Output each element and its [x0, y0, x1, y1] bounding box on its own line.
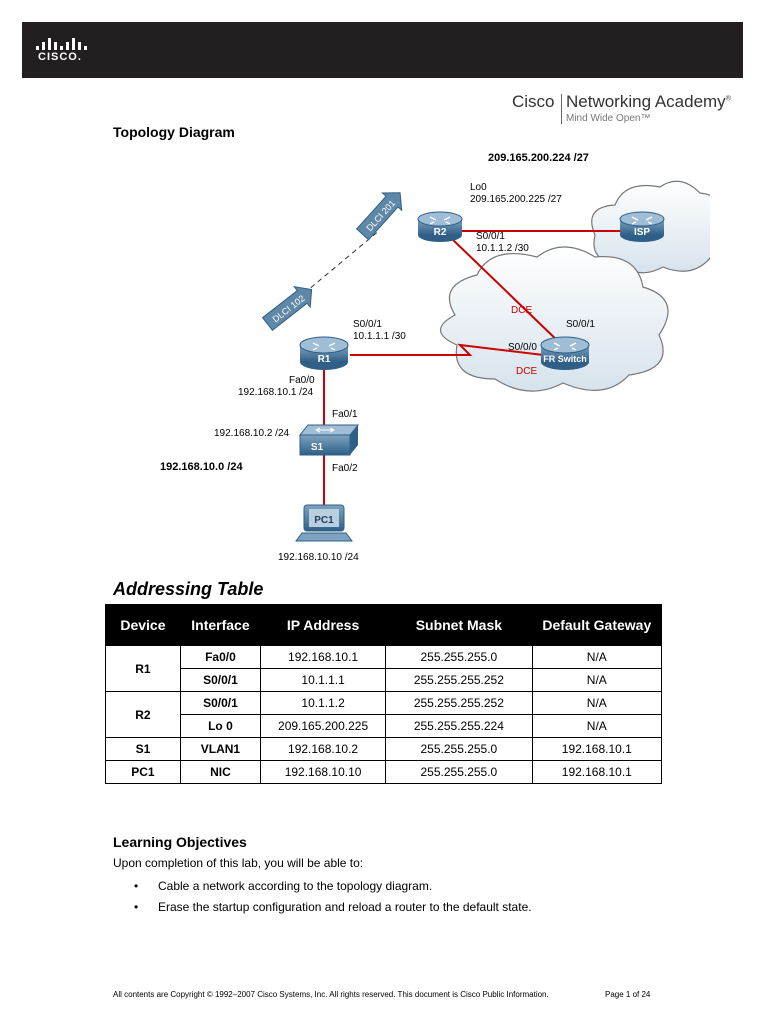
footer: All contents are Copyright © 1992–2007 C…: [113, 990, 650, 999]
footer-copyright: All contents are Copyright © 1992–2007 C…: [113, 990, 549, 999]
dce-bottom-label: DCE: [516, 366, 537, 377]
brand-cisco: Cisco: [512, 92, 555, 111]
dlci-201-arrow: DLCI 201: [355, 192, 403, 241]
pc1-addr-label: 192.168.10.10 /24: [278, 552, 359, 563]
addressing-table: Device Interface IP Address Subnet Mask …: [105, 604, 663, 784]
header-subnet-mask: Subnet Mask: [385, 604, 533, 646]
interface-cell: VLAN1: [179, 737, 262, 761]
addressing-table-title: Addressing Table: [113, 579, 264, 599]
header-default-gateway: Default Gateway: [531, 604, 663, 646]
r2-s001-addr-label: 10.1.1.2 /30: [476, 243, 529, 254]
gateway-cell: N/A: [531, 691, 663, 715]
learning-objectives-title: Learning Objectives: [113, 834, 247, 850]
svg-text:FR Switch: FR Switch: [543, 354, 587, 364]
switch-s1-icon: S1: [298, 424, 360, 456]
device-cell: PC1: [105, 760, 181, 784]
svg-text:S1: S1: [311, 442, 324, 453]
mask-cell: 255.255.255.252: [385, 668, 533, 692]
dce-top-label: DCE: [511, 305, 532, 316]
gateway-cell: 192.168.10.1: [531, 760, 663, 784]
ip-cell: 10.1.1.2: [260, 691, 387, 715]
learning-objectives-intro: Upon completion of this lab, you will be…: [113, 856, 364, 870]
r1-s001-addr-label: 10.1.1.1 /30: [353, 331, 406, 342]
ip-cell: 209.165.200.225: [260, 714, 387, 738]
r1-fa00-addr-label: 192.168.10.1 /24: [238, 387, 314, 398]
router-r2-icon: R2: [417, 211, 463, 242]
gateway-cell: N/A: [531, 714, 663, 738]
brand-divider: [561, 94, 562, 124]
device-cell: S1: [105, 737, 181, 761]
table-row: R2 S0/0/1 10.1.1.2 255.255.255.252 N/A: [105, 691, 663, 738]
cisco-logo-text: CISCO.: [38, 51, 82, 63]
r1-s001-label: S0/0/1: [353, 319, 382, 330]
interface-cell: Fa0/0: [179, 645, 262, 669]
svg-text:ISP: ISP: [634, 227, 650, 238]
device-cell: R2: [105, 691, 181, 738]
topology-title: Topology Diagram: [113, 124, 235, 140]
ip-cell: 192.168.10.1: [260, 645, 387, 669]
frame-relay-switch-icon: FR Switch: [540, 336, 590, 370]
table-row: PC1 NIC 192.168.10.10 255.255.255.0 192.…: [105, 760, 663, 784]
table-header-row: Device Interface IP Address Subnet Mask …: [105, 604, 663, 646]
table-row: S1 VLAN1 192.168.10.2 255.255.255.0 192.…: [105, 737, 663, 761]
gateway-cell: N/A: [531, 645, 663, 669]
brand-academy: Networking Academy®: [566, 92, 731, 111]
networking-academy-logo: Cisco Networking Academy® Mind Wide Open…: [512, 92, 732, 132]
link-r1-fr: [350, 343, 561, 358]
interface-cell: S0/0/1: [179, 668, 262, 692]
lo0-label: Lo0: [470, 182, 487, 193]
ip-cell: 10.1.1.1: [260, 668, 387, 692]
lo0-addr-label: 209.165.200.225 /27: [470, 194, 562, 205]
mask-cell: 255.255.255.0: [385, 760, 533, 784]
s1-addr-label: 192.168.10.2 /24: [214, 428, 290, 439]
header-ip-address: IP Address: [260, 604, 387, 646]
svg-text:PC1: PC1: [314, 515, 334, 526]
router-r1-icon: R1: [299, 336, 349, 370]
fr-s001-label: S0/0/1: [566, 319, 595, 330]
s1-fa02-label: Fa0/2: [332, 463, 358, 474]
s1-fa01-label: Fa0/1: [332, 409, 358, 420]
r1-fa00-label: Fa0/0: [289, 375, 315, 386]
list-item: •Erase the startup configuration and rel…: [134, 900, 532, 914]
r2-s001-label: S0/0/1: [476, 231, 505, 242]
ip-cell: 192.168.10.10: [260, 760, 387, 784]
mask-cell: 255.255.255.0: [385, 737, 533, 761]
header-interface: Interface: [179, 604, 262, 646]
r2-lan-label: 209.165.200.224 /27: [488, 152, 589, 164]
cisco-logo: CISCO.: [36, 36, 96, 70]
table-row: S0/0/1 10.1.1.1 255.255.255.252 N/A: [106, 668, 663, 692]
mask-cell: 255.255.255.252: [385, 691, 533, 715]
svg-text:R1: R1: [318, 354, 331, 365]
objectives-list: •Cable a network according to the topolo…: [113, 878, 532, 920]
bullet-icon: •: [134, 900, 139, 914]
brand-tagline: Mind Wide Open™: [566, 113, 651, 124]
link-r2-fr: [449, 236, 563, 346]
topology-diagram: DLCI 201 DLCI 102 R2 ISP R1 FR Switch: [160, 152, 710, 563]
header-device: Device: [105, 604, 181, 646]
router-isp-icon: ISP: [619, 211, 665, 242]
mask-cell: 255.255.255.224: [385, 714, 533, 738]
interface-cell: NIC: [179, 760, 262, 784]
header-bar: CISCO.: [22, 22, 743, 78]
page-number: Page 1 of 24: [605, 990, 651, 999]
interface-cell: Lo 0: [179, 714, 262, 738]
list-item: •Cable a network according to the topolo…: [134, 879, 433, 893]
pc1-icon: PC1: [295, 504, 353, 542]
interface-cell: S0/0/1: [179, 691, 262, 715]
bullet-icon: •: [134, 879, 139, 893]
cisco-bars-icon: [36, 36, 88, 50]
table-row: Lo 0 209.165.200.225 255.255.255.224 N/A: [106, 714, 663, 738]
table-row: R1 Fa0/0 192.168.10.1 255.255.255.0 N/A: [105, 645, 663, 692]
lan-label: 192.168.10.0 /24: [160, 461, 243, 473]
gateway-cell: N/A: [531, 668, 663, 692]
device-cell: R1: [105, 645, 181, 692]
fr-s000-label: S0/0/0: [508, 342, 537, 353]
svg-text:R2: R2: [434, 227, 447, 238]
gateway-cell: 192.168.10.1: [531, 737, 663, 761]
ip-cell: 192.168.10.2: [260, 737, 387, 761]
mask-cell: 255.255.255.0: [385, 645, 533, 669]
frame-relay-cloud: [439, 246, 669, 392]
